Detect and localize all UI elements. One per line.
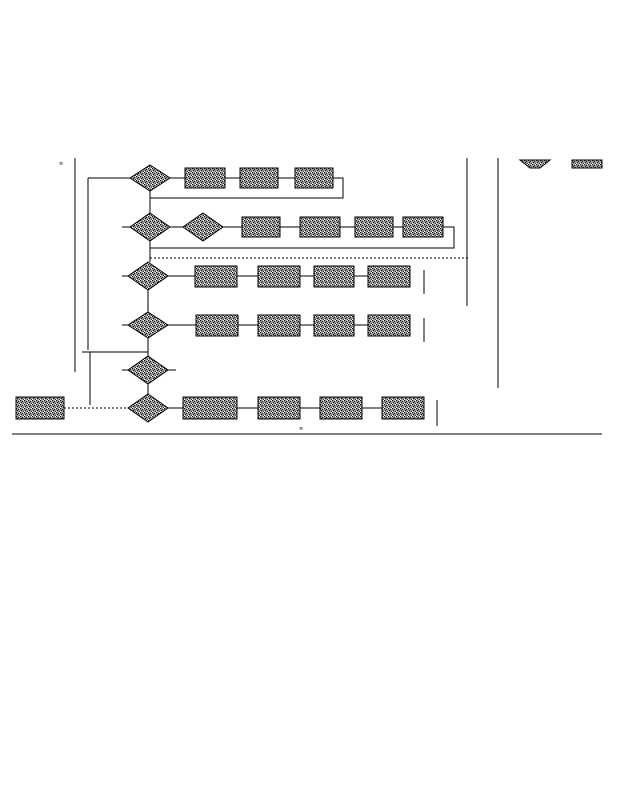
process-box-2d — [402, 216, 444, 238]
process-box-6a — [182, 396, 238, 420]
legend — [518, 159, 603, 169]
process-box-2a — [241, 216, 281, 238]
process-box-4a — [195, 314, 239, 337]
decision-diamond-1 — [129, 164, 171, 192]
decision-diamond-6 — [127, 355, 169, 385]
decision-diamond-2 — [129, 212, 171, 242]
decision-diamond-7 — [127, 393, 169, 423]
process-box-1c — [294, 167, 334, 189]
loop-back-1 — [149, 177, 344, 199]
top-left-mark: ≡ — [59, 161, 63, 167]
loop-back-2 — [149, 226, 455, 249]
row-4 — [122, 290, 425, 342]
process-box-2b — [299, 216, 341, 238]
row-6 — [15, 393, 438, 426]
decision-diamond-4 — [127, 261, 169, 291]
process-box-4c — [313, 314, 355, 337]
row-2 — [122, 198, 455, 249]
process-box-3c — [313, 265, 355, 288]
process-box-4b — [257, 314, 301, 337]
process-box-4d — [367, 314, 411, 337]
legend-symbol-1 — [518, 159, 552, 169]
process-box-6b — [257, 396, 301, 420]
process-box-2c — [354, 216, 394, 238]
process-box-6c — [319, 396, 363, 420]
legend-symbol-2 — [571, 159, 603, 169]
row-1 — [87, 164, 344, 350]
process-box-3b — [257, 265, 301, 288]
process-box-3d — [367, 265, 411, 288]
process-box-3a — [194, 265, 238, 288]
process-box-6d — [381, 396, 425, 420]
decision-diamond-3 — [182, 212, 224, 242]
process-box-1b — [239, 167, 279, 189]
decision-diamond-5 — [127, 311, 169, 339]
bottom-center-mark: ≡ — [299, 426, 303, 432]
start-box — [15, 396, 65, 420]
row-3 — [122, 261, 425, 294]
process-box-1a — [184, 167, 226, 189]
